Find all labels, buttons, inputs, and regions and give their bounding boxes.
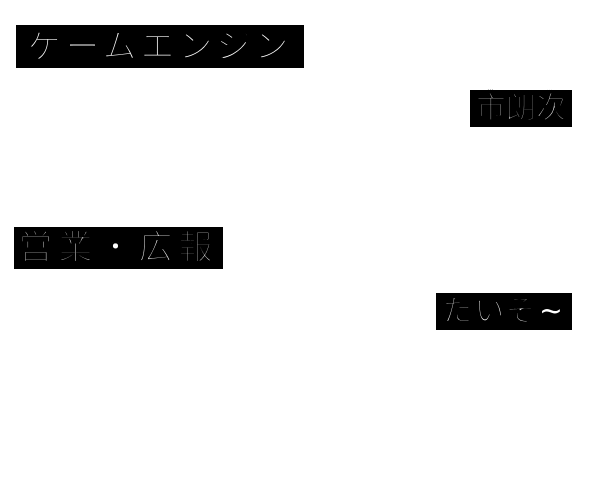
credit-role-game-engine: ゲームエンジン: [16, 25, 304, 68]
credit-name-ichirouji: 市朗次: [470, 90, 572, 127]
credit-role-sales-pr: 営業・広報: [14, 227, 223, 269]
credit-name-taizo: たいぞ~: [436, 293, 572, 330]
